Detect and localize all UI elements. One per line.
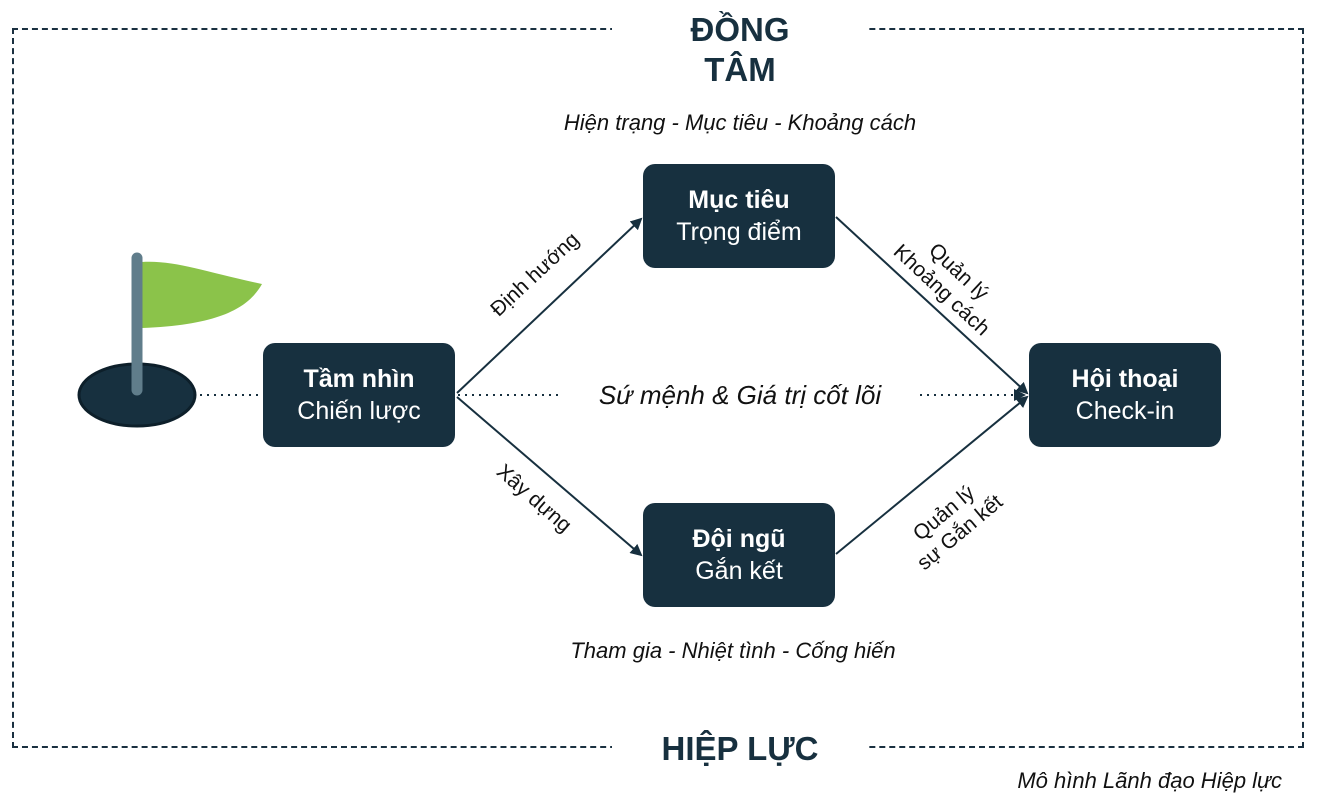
footer-note: Mô hình Lãnh đạo Hiệp lực [1017,768,1282,793]
top-title: ĐỒNG TÂM [612,10,868,90]
mission-values-label: Sứ mệnh & Giá trị cốt lõi [598,380,882,410]
arrow-vision-to-goal [456,217,643,394]
arrow-team-to-dialog [835,395,1029,555]
node-team-subtitle: Gắn kết [695,557,783,585]
node-vision-strategy: Tầm nhìn Chiến lược [263,343,455,447]
node-team-engagement: Đội ngũ Gắn kết [643,503,835,607]
node-dialog-subtitle: Check-in [1075,397,1175,425]
node-dialog-checkin: Hội thoại Check-in [1029,343,1221,447]
bottom-title: HIỆP LỰC [612,729,868,769]
node-goal-subtitle: Trọng điểm [676,218,802,246]
arrow-goal-to-dialog [835,216,1029,395]
golf-flag-icon [77,252,262,428]
node-goal-focus: Mục tiêu Trọng điểm [643,164,835,268]
team-caption: Tham gia - Nhiệt tình - Cống hiến [570,638,896,663]
arrow-vision-to-team [456,396,643,557]
node-vision-subtitle: Chiến lược [297,397,421,425]
node-goal-title: Mục tiêu [688,186,790,214]
goal-caption: Hiện trạng - Mục tiêu - Khoảng cách [563,110,917,135]
node-team-title: Đội ngũ [692,525,786,553]
node-dialog-title: Hội thoại [1071,365,1179,393]
node-vision-title: Tầm nhìn [303,365,415,393]
